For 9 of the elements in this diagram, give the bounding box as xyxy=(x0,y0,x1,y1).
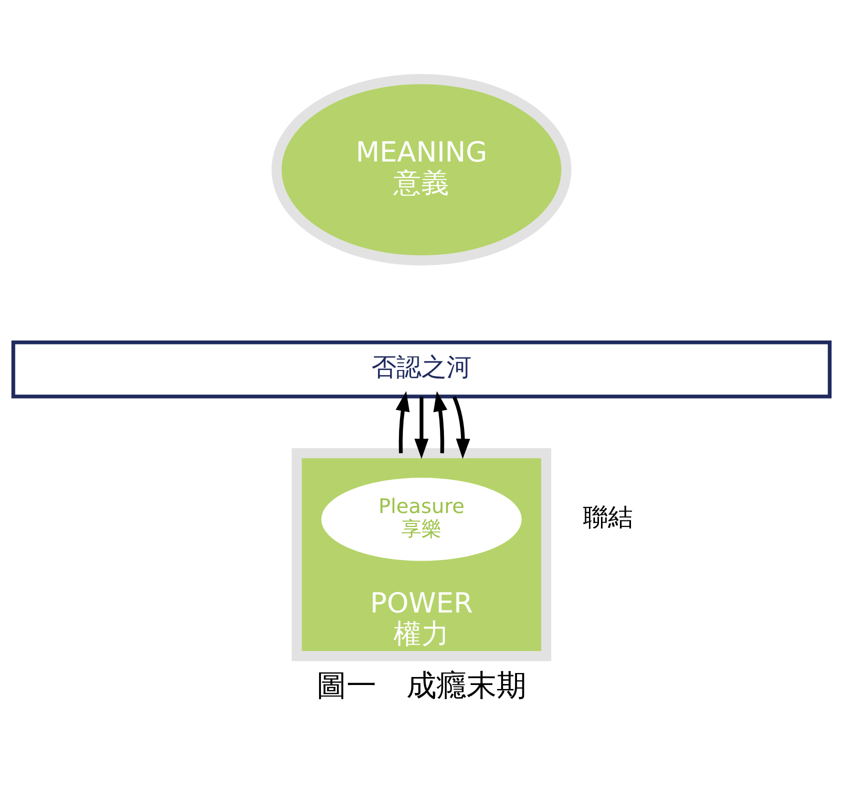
label: 聯結 xyxy=(582,502,633,532)
node-box: 否認之河 xyxy=(11,340,832,398)
caption: 圖一 成癮末期 xyxy=(316,668,526,703)
arrow xyxy=(452,395,470,458)
arrow xyxy=(396,390,410,453)
node-ellipse: MEANING 意義 xyxy=(272,74,572,265)
node-ellipse: Pleasure 享樂 xyxy=(321,477,522,560)
arrow xyxy=(414,396,429,458)
arrow xyxy=(433,390,448,453)
